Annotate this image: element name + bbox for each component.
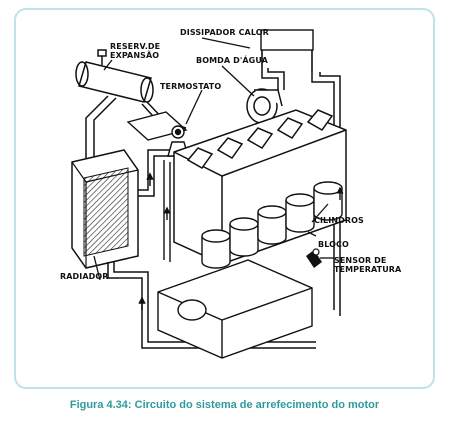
label-cylinders: CILINDROS: [314, 216, 364, 225]
cylinders: [201, 181, 343, 269]
label-block: BLOCO: [318, 240, 349, 249]
label-reservoir-line2: EXPANSÃO: [110, 51, 160, 60]
label-heat-sink: DISSIPADOR CALOR: [180, 28, 269, 37]
figure-caption: Figura 4.34: Circuito do sistema de arre…: [69, 399, 380, 411]
label-reservoir-line1: RESERV.DE: [110, 42, 161, 51]
label-temp-sensor-line2: TEMPERATURA: [334, 265, 402, 274]
engine-side-hose: [163, 160, 344, 262]
leader-lines: [93, 37, 334, 281]
heat-sink: [260, 29, 314, 72]
label-radiator: RADIADOR: [60, 272, 109, 281]
temperature-sensor: [306, 248, 322, 268]
radiator-upper-hose: [138, 149, 176, 197]
radiator: [71, 149, 139, 269]
water-pump: [246, 88, 283, 124]
diagram-frame: RESERV.DE EXPANSÃO DISSIPADOR CALOR BOMD…: [14, 8, 435, 389]
label-thermostat: TERMOSTATO: [160, 82, 222, 91]
crankcase: [157, 259, 313, 359]
label-temp-sensor-line1: SENSOR DE: [334, 256, 387, 265]
label-water-pump: BOMDA D'ÁGUA: [196, 56, 268, 65]
cooling-system-drawing: [71, 29, 347, 359]
